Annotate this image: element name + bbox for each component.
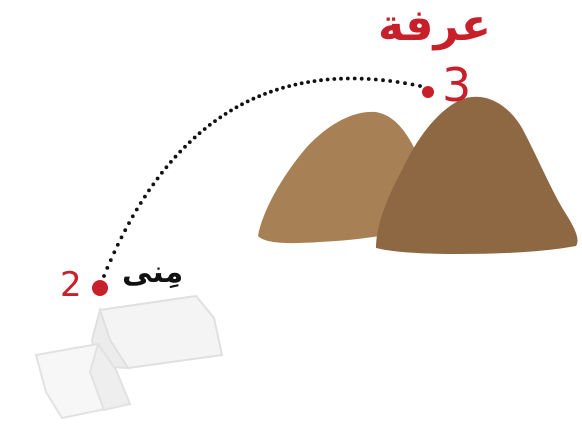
mountain-front [376, 96, 578, 254]
route-dot [281, 85, 285, 90]
stop-name-arafa: عرفة [378, 0, 491, 51]
route-dot [332, 77, 337, 81]
route-dot [325, 77, 330, 82]
route-dot [119, 235, 124, 240]
route-dot [147, 188, 151, 193]
route-dot [178, 149, 183, 154]
route-dot [123, 228, 128, 233]
route-dot [263, 92, 267, 96]
route-dot [345, 76, 350, 81]
route-dot [312, 79, 317, 83]
route-dot [319, 78, 323, 83]
marker-mina [92, 280, 108, 296]
route-dot [202, 127, 207, 131]
route-dot [251, 96, 256, 101]
route-dot [213, 119, 217, 123]
route-dot [102, 274, 106, 278]
route-dot [234, 105, 239, 110]
route-dot [245, 99, 250, 104]
tents-illustration [34, 294, 224, 420]
stop-number-arafa: 3 [442, 58, 472, 112]
marker-arafa [422, 86, 434, 98]
route-dot [173, 154, 178, 159]
route-dot [138, 201, 143, 205]
route-dot [155, 176, 160, 181]
route-dot [366, 77, 371, 81]
route-dot [130, 214, 135, 219]
route-dot [164, 165, 169, 170]
route-dot [299, 81, 304, 86]
route-dot [373, 77, 378, 82]
route-dot [127, 221, 131, 226]
stop-number-mina: 2 [60, 265, 82, 305]
route-dot [183, 144, 187, 149]
route-dot [418, 84, 422, 88]
route-dot [269, 89, 273, 94]
route-dot [143, 194, 147, 199]
route-dot [187, 140, 192, 145]
route-dot [257, 94, 262, 99]
route-dot [223, 112, 228, 116]
route-dot [287, 84, 292, 88]
route-dot [229, 108, 233, 113]
route-dot [197, 131, 202, 136]
route-dot [218, 115, 223, 120]
route-dot [115, 242, 120, 247]
route-dot [192, 135, 197, 140]
route-dot [207, 123, 212, 127]
route-dot [359, 76, 364, 81]
route-dot [112, 250, 117, 255]
route-dot [293, 82, 298, 87]
dotted-route-path [102, 76, 422, 278]
route-dot [352, 76, 357, 81]
route-dot [151, 182, 156, 187]
route-dot [403, 81, 407, 86]
route-dot [306, 80, 310, 84]
route-dot [275, 87, 279, 92]
route-dot [381, 78, 385, 83]
route-dot [388, 79, 393, 83]
mountains-illustration [258, 96, 578, 254]
route-dot [134, 207, 139, 212]
route-dot [410, 82, 415, 87]
route-dot [105, 266, 110, 270]
route-dot [169, 160, 173, 164]
route-dot [339, 76, 343, 81]
tent-front-side [88, 341, 132, 412]
route-dot [108, 258, 113, 262]
route-dot [240, 102, 244, 107]
route-dot [395, 80, 400, 84]
stop-name-mina: مِنى [122, 255, 184, 290]
route-dot [160, 170, 164, 175]
